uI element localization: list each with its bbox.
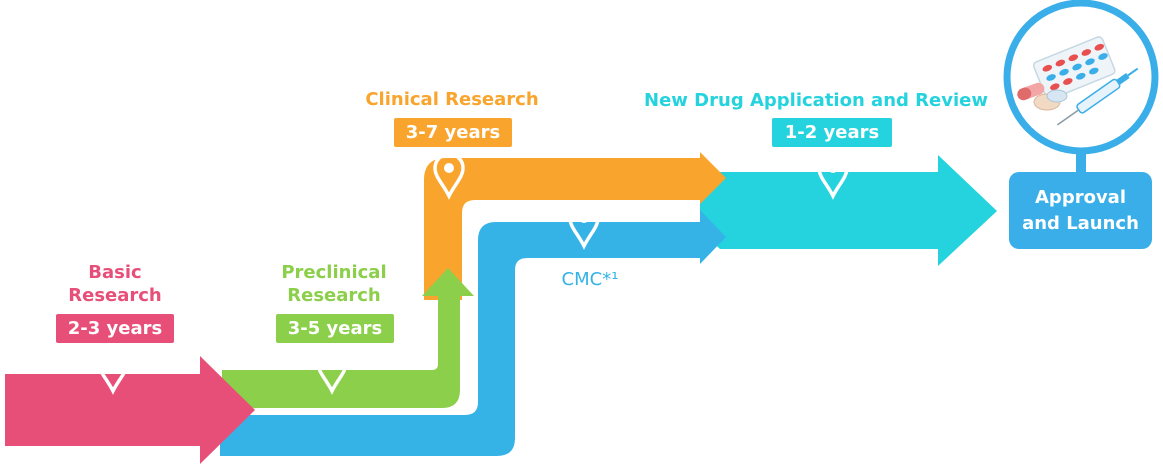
cmc-arrow xyxy=(220,210,726,456)
cmc-label: CMC*¹ xyxy=(561,269,619,290)
nda-map-pin-icon xyxy=(817,152,849,200)
preclinical-title-line1: Preclinical xyxy=(281,262,387,283)
basic-duration-badge: 2-3 years xyxy=(56,314,174,343)
preclinical-research-title: Preclinical Research xyxy=(264,261,404,307)
cmc-map-pin-icon xyxy=(568,202,600,250)
basic-research-title: Basic Research xyxy=(55,261,175,307)
preclinical-arrow xyxy=(222,268,474,410)
clinical-research-title: Clinical Research xyxy=(365,89,539,110)
preclinical-map-pin-icon xyxy=(316,347,348,395)
clinical-duration-badge: 3-7 years xyxy=(394,118,512,147)
basic-title-line1: Basic xyxy=(88,262,142,283)
medicine-icon xyxy=(1003,0,1159,174)
clinical-arrow xyxy=(424,152,726,300)
basic-arrow xyxy=(5,356,255,464)
nda-title: New Drug Application and Review xyxy=(644,90,988,111)
basic-map-pin-icon xyxy=(97,347,129,395)
final-line2: and Launch xyxy=(1022,212,1139,234)
nda-duration-badge: 1-2 years xyxy=(772,118,892,147)
preclinical-duration-badge: 3-5 years xyxy=(276,314,394,343)
nda-arrow xyxy=(700,155,997,266)
basic-title-line2: Research xyxy=(68,285,162,306)
preclinical-title-line2: Research xyxy=(287,285,381,306)
approval-and-launch-box: Approval and Launch xyxy=(1009,172,1152,249)
clinical-map-pin-icon xyxy=(433,152,465,200)
final-line1: Approval xyxy=(1035,186,1126,208)
